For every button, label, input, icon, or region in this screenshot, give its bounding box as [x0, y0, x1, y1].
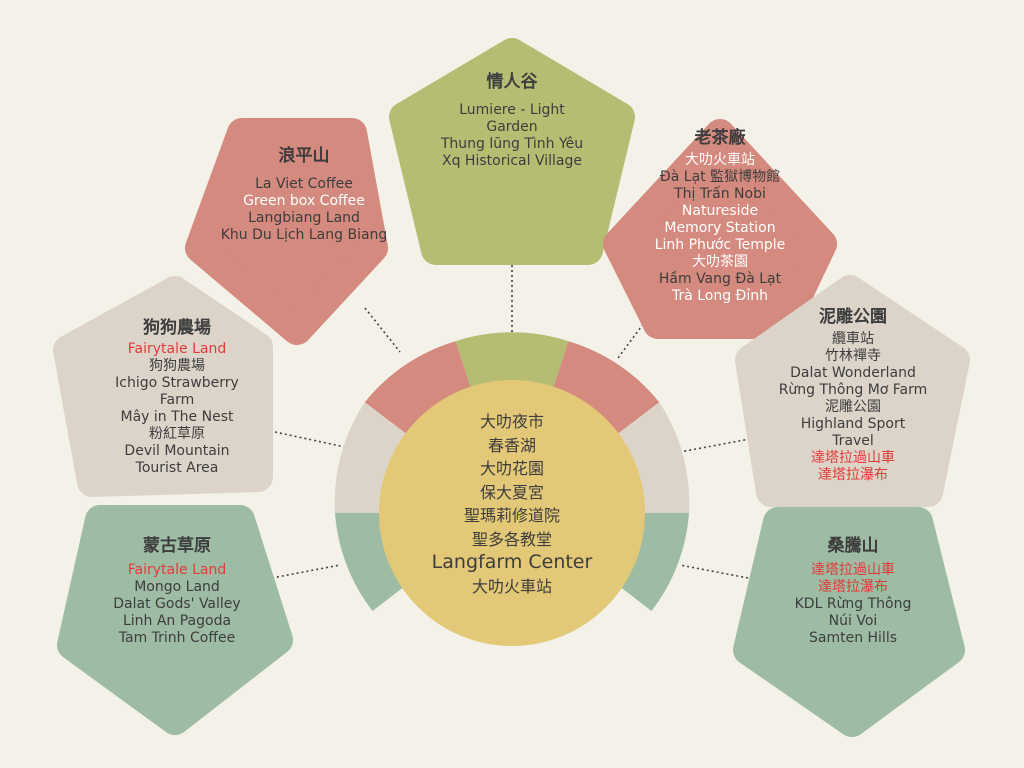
node-item: Trà Long Đỉnh	[671, 288, 769, 304]
center-item: 聖瑪莉修道院	[463, 506, 560, 525]
node-title: 蒙古草原	[143, 536, 211, 556]
node-item: Langbiang Land	[248, 210, 360, 226]
node-item: KDL Rừng Thông	[794, 596, 912, 612]
node-item: Tourist Area	[135, 460, 219, 476]
connector-sangteng	[679, 564, 749, 579]
center-item: 保大夏宮	[479, 482, 544, 502]
node-title: 泥雕公園	[819, 307, 887, 327]
center-item: 大叻花園	[479, 459, 544, 478]
node-item: 粉紅草原	[149, 426, 205, 442]
node-item: 纜車站	[832, 331, 874, 347]
node-mengucaoyuan: 蒙古草原 Fairytale Land Mongo Land Dalat God…	[52, 535, 302, 647]
pentagon-shapes	[53, 38, 970, 737]
node-title: 老茶廠	[694, 128, 746, 148]
node-item: Garden	[486, 119, 538, 135]
center-circle	[379, 380, 645, 646]
node-item: Tam Trinh Coffee	[118, 630, 236, 646]
node-item: Đà Lạt 監獄博物館	[659, 169, 781, 185]
node-item: 達塔拉瀑布	[818, 579, 888, 595]
node-title: 狗狗農場	[143, 318, 211, 338]
center-item: Langfarm Center	[431, 551, 593, 573]
center-item: 大叻夜市	[479, 412, 544, 431]
ring-segment-beige-right	[612, 402, 690, 513]
node-item: 泥雕公園	[825, 399, 881, 415]
connector-langpingshan	[364, 307, 401, 353]
center-item: 大叻火車站	[471, 576, 552, 596]
center-ring	[334, 332, 690, 646]
pentagon-nidiao	[735, 275, 970, 507]
node-item: Hầm Vang Đà Lạt	[658, 271, 782, 287]
node-sangtengshan: 桑騰山 達塔拉過山車 達塔拉瀑布 KDL Rừng Thông Núi Voi …	[728, 535, 978, 647]
node-item: 大叻茶園	[692, 254, 748, 270]
node-item: Devil Mountain	[124, 443, 230, 459]
node-item: La Viet Coffee	[255, 176, 353, 192]
center-node-text: 大叻夜市 春香湖 大叻花園 保大夏宮 聖瑪莉修道院 聖多各教堂 Langfarm…	[392, 410, 632, 598]
node-title: 桑騰山	[827, 536, 879, 556]
node-item: Samten Hills	[808, 630, 898, 646]
node-item: Ichigo Strawberry	[115, 375, 239, 391]
pentagon-laochachang	[603, 119, 837, 339]
ring-segment-beige-left	[334, 402, 412, 513]
ring-segment-red-right	[550, 341, 660, 438]
pentagon-sangteng	[733, 507, 965, 737]
node-item: Mây in The Nest	[120, 409, 234, 425]
ring-segment-red-left	[364, 341, 474, 438]
ring-segment-green-top	[455, 332, 569, 396]
pentagon-menggu	[57, 505, 293, 735]
node-item: Fairytale Land	[127, 341, 227, 357]
pentagon-gougou	[53, 276, 273, 497]
center-item: 春香湖	[487, 435, 536, 455]
node-item: Xq Historical Village	[442, 153, 582, 169]
node-item: 狗狗農場	[149, 358, 205, 374]
node-item: Linh Phước Temple	[654, 237, 786, 253]
pentagon-langpingshan	[185, 118, 388, 345]
pentagon-qingrengu	[389, 38, 635, 265]
node-item: Rừng Thông Mơ Farm	[778, 382, 928, 398]
node-item: Lumiere - Light	[459, 102, 565, 118]
node-item: Dalat Wonderland	[790, 365, 916, 381]
node-item: 大叻火車站	[685, 152, 755, 168]
node-langpingshan: 浪平山 La Viet Coffee Green box Coffee Lang…	[179, 145, 429, 244]
node-item: 達塔拉過山車	[811, 450, 895, 466]
connector-menggu	[271, 564, 341, 579]
node-laochachang: 老茶廠 大叻火車站 Đà Lạt 監獄博物館 Thị Trấn Nobi Nat…	[595, 127, 845, 305]
node-item: Highland Sport	[800, 416, 906, 432]
node-gougounongchang: 狗狗農場 Fairytale Land 狗狗農場 Ichigo Strawber…	[52, 317, 302, 477]
node-item: Mongo Land	[134, 579, 220, 595]
node-nidiaogongyuan: 泥雕公園 纜車站 竹林禪寺 Dalat Wonderland Rừng Thôn…	[728, 306, 978, 484]
node-item: 達塔拉過山車	[811, 562, 895, 578]
node-item: Dalat Gods' Valley	[113, 596, 241, 612]
node-item: Thung lũng Tình Yêu	[440, 136, 584, 152]
node-item: 達塔拉瀑布	[818, 467, 888, 483]
node-item: Memory Station	[664, 220, 776, 236]
node-item: Thị Trấn Nobi	[674, 186, 766, 202]
node-item: Linh An Pagoda	[122, 613, 232, 629]
node-item: Natureside	[681, 203, 759, 219]
node-item: Núi Voi	[828, 613, 878, 629]
node-title: 情人谷	[486, 72, 538, 92]
connector-gougou	[274, 431, 346, 448]
center-item: 聖多各教堂	[471, 529, 552, 549]
node-qingrengu: 情人谷 Lumiere - Light Garden Thung lũng Tì…	[387, 71, 637, 170]
node-item: Farm	[159, 392, 195, 408]
node-item: Khu Du Lịch Lang Biang	[220, 227, 388, 243]
node-item: 竹林禪寺	[825, 348, 881, 364]
node-item: Travel	[832, 433, 874, 449]
node-title: 浪平山	[278, 146, 330, 166]
node-item: Fairytale Land	[127, 562, 227, 578]
node-item: Green box Coffee	[243, 193, 365, 209]
